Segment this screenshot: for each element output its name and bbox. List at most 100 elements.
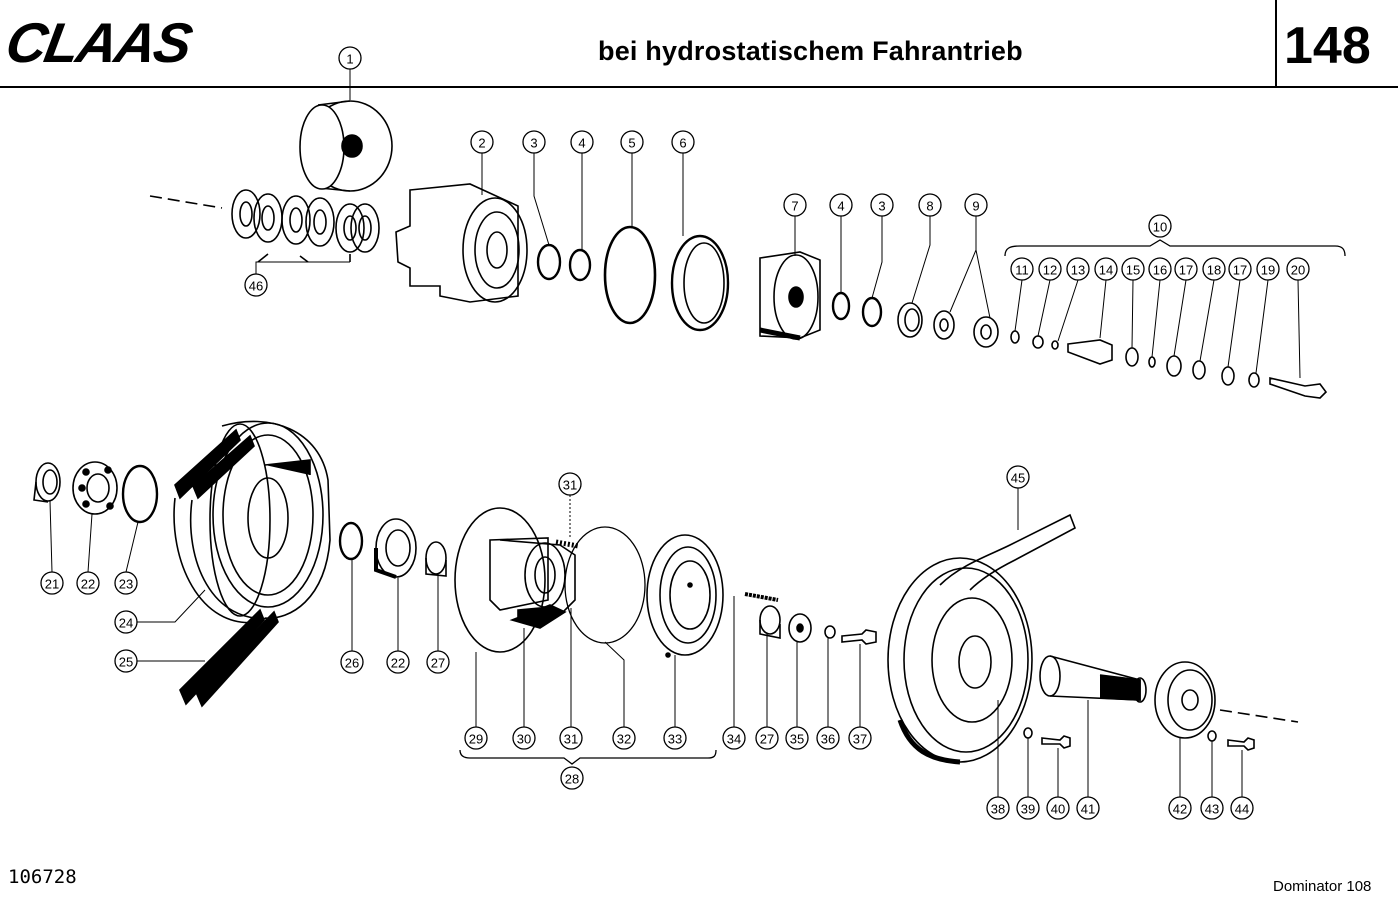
callout-label: 22: [391, 656, 405, 671]
callout-circle: [522, 130, 546, 154]
callout-circle: [512, 726, 536, 750]
callout-c28: 28: [560, 766, 584, 790]
callout-label: 44: [1235, 802, 1249, 817]
callout-label: 5: [628, 136, 635, 151]
callout-circle: [1228, 257, 1252, 281]
callout-circle: [559, 726, 583, 750]
callout-label: 14: [1099, 263, 1113, 278]
callout-label: 17: [1179, 263, 1193, 278]
page-title: bei hydrostatischem Fahrantrieb: [598, 36, 1023, 66]
part-46-shims: [231, 189, 380, 263]
callout-label: 23: [119, 577, 133, 592]
callout-circle: [612, 726, 636, 750]
part-25-belts: [174, 428, 279, 708]
callout-circle: [338, 46, 362, 70]
part-24-pulley: [209, 420, 331, 619]
callout-label: 42: [1173, 802, 1187, 817]
callout-c34: 34: [722, 726, 746, 750]
callout-circle: [1016, 796, 1040, 820]
callout-c10: 10: [1148, 214, 1172, 238]
bracket-28: [459, 749, 717, 765]
callout-c43: 43: [1200, 796, 1224, 820]
part-9-nuts: [933, 310, 999, 348]
callout-circle: [1148, 214, 1172, 238]
callout-circle: [1076, 796, 1100, 820]
callout-circle: [1202, 257, 1226, 281]
part-22b-bearing: [374, 518, 417, 579]
callout-c26: 26: [340, 650, 364, 674]
part-40-bolt: [1041, 735, 1071, 749]
callout-label: 27: [760, 732, 774, 747]
part-36-washer: [824, 625, 836, 639]
callout-c27b: 27: [755, 726, 779, 750]
callout-circle: [1148, 257, 1172, 281]
callout-c21: 21: [40, 571, 64, 595]
callout-circle: [722, 726, 746, 750]
callout-circle: [1256, 257, 1280, 281]
callout-label: 15: [1126, 263, 1140, 278]
part-23-ring: [121, 464, 159, 524]
callout-c27a: 27: [426, 650, 450, 674]
callout-c35: 35: [785, 726, 809, 750]
callout-c13: 13: [1066, 257, 1090, 281]
callout-label: 2: [478, 136, 485, 151]
callout-label: 4: [578, 136, 585, 151]
callout-circle: [1010, 257, 1034, 281]
callout-label: 32: [617, 732, 631, 747]
callout-c24: 24: [114, 610, 138, 634]
part-34-pin: [744, 592, 779, 602]
callout-c19: 19: [1256, 257, 1280, 281]
callout-circle: [848, 726, 872, 750]
callout-circle: [76, 571, 100, 595]
part-6-ring: [670, 234, 730, 332]
callout-c4b: 4: [829, 193, 853, 217]
callout-circle: [1038, 257, 1062, 281]
callout-c22b: 22: [386, 650, 410, 674]
callout-c22a: 22: [76, 571, 100, 595]
callout-c7: 7: [783, 193, 807, 217]
bracket-10: [1004, 239, 1346, 257]
document-number: 106728: [8, 866, 77, 888]
callout-label: 8: [926, 199, 933, 214]
callout-label: 10: [1153, 220, 1167, 235]
callout-label: 1: [346, 52, 353, 67]
part-41-shaft: [1039, 655, 1147, 703]
page-number-divider: [1275, 0, 1277, 88]
callout-circle: [464, 726, 488, 750]
callout-c37: 37: [848, 726, 872, 750]
callout-circle: [114, 571, 138, 595]
callout-label: 30: [517, 732, 531, 747]
callout-label: 31: [563, 478, 577, 493]
part-3b-ring: [861, 296, 883, 328]
callout-circle: [426, 650, 450, 674]
callout-label: 3: [530, 136, 537, 151]
callout-c46: 46: [244, 273, 268, 297]
callout-c14: 14: [1094, 257, 1118, 281]
callout-label: 25: [119, 655, 133, 670]
callout-circle: [1200, 796, 1224, 820]
callout-c15: 15: [1121, 257, 1145, 281]
callout-circle: [870, 193, 894, 217]
part-2-housing: [395, 183, 528, 303]
callout-c12: 12: [1038, 257, 1062, 281]
callout-label: 24: [119, 616, 133, 631]
callout-c23: 23: [114, 571, 138, 595]
callout-label: 45: [1011, 471, 1025, 486]
callout-c9: 9: [964, 193, 988, 217]
callout-circle: [558, 472, 582, 496]
callout-circle: [1006, 465, 1030, 489]
callout-label: 11: [1015, 263, 1029, 278]
callout-circle: [783, 193, 807, 217]
callout-label: 33: [668, 732, 682, 747]
callout-label: 17: [1233, 263, 1247, 278]
callout-c39: 39: [1016, 796, 1040, 820]
callout-label: 34: [727, 732, 741, 747]
part-39-washer: [1023, 727, 1033, 739]
part-44-bolt: [1227, 737, 1255, 751]
callout-circle: [986, 796, 1010, 820]
callout-c38: 38: [986, 796, 1010, 820]
callout-c31b: 31: [559, 726, 583, 750]
callout-c8: 8: [918, 193, 942, 217]
part-27b-bushing: [759, 605, 781, 639]
